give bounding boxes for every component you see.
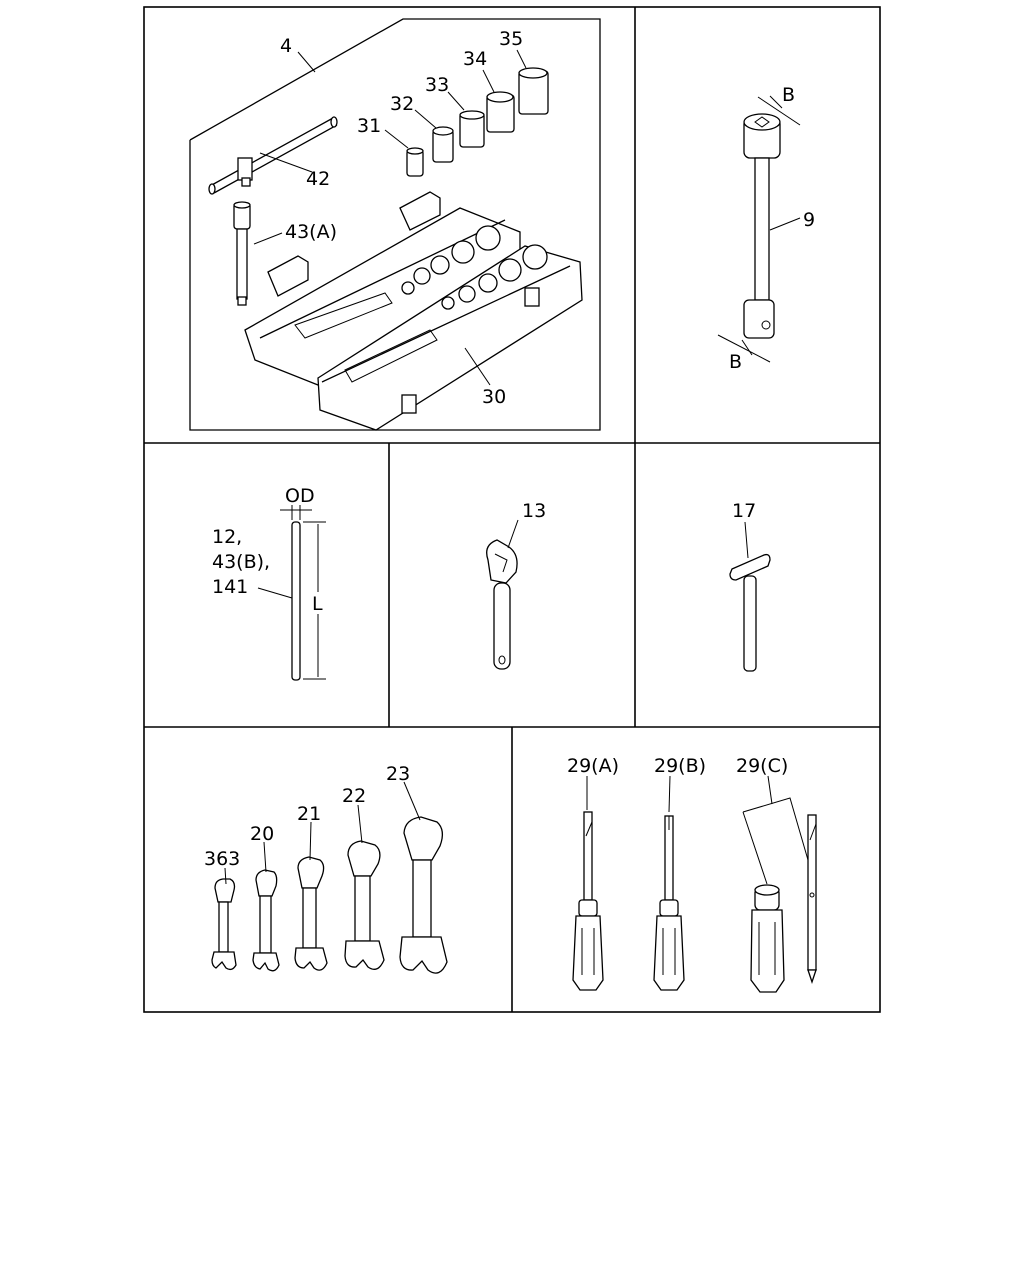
callout-tbar-handle: 42	[306, 168, 330, 190]
socket-31-icon	[406, 147, 424, 177]
extension-bar-icon	[233, 201, 251, 306]
callout-rod-length: L	[312, 593, 323, 615]
screwdriver-a-icon	[572, 811, 604, 991]
panel-grid	[143, 6, 881, 1013]
callout-socket-34: 34	[463, 48, 487, 70]
callout-dim-b-top: B	[782, 84, 795, 106]
callout-socket-32: 32	[390, 93, 414, 115]
callout-screwdriver-a: 29(A)	[567, 755, 619, 777]
wrench-22-icon	[344, 840, 385, 970]
callout-rod-line2: 43(B),	[212, 551, 270, 573]
callout-wrench-363: 363	[204, 848, 240, 870]
screwdrivers-panel: 29(A) 29(B) 29(C)	[567, 755, 817, 993]
socket-33-icon	[459, 110, 485, 148]
screwdriver-b-icon	[653, 815, 685, 991]
kit-outline	[189, 18, 601, 431]
callout-wrench-20: 20	[250, 823, 274, 845]
callout-screwdriver-c: 29(C)	[736, 755, 788, 777]
socket-32-icon	[432, 126, 454, 163]
callout-socket-31: 31	[357, 115, 381, 137]
box-wrench-panel: B 9 B	[717, 84, 815, 373]
callout-screwdriver-b: 29(B)	[654, 755, 706, 777]
socket-34-icon	[486, 91, 515, 133]
socket-35-icon	[518, 67, 549, 115]
wrench-23-icon	[399, 816, 448, 974]
callout-adjustable-wrench: 13	[522, 500, 546, 522]
callout-rod-line1: 12,	[212, 526, 242, 548]
callout-extension-bar: 43(A)	[285, 221, 337, 243]
callout-tool-case: 30	[482, 386, 506, 408]
wrench-363-icon	[211, 878, 237, 971]
callout-wrench-22: 22	[342, 785, 366, 807]
box-wrench-icon	[743, 113, 781, 339]
rod-icon	[291, 521, 301, 681]
adjustable-wrench-icon	[486, 539, 518, 670]
callout-socket-33: 33	[425, 74, 449, 96]
hammer-icon	[729, 553, 771, 672]
tool-case-icon	[244, 191, 583, 431]
callout-kit: 4	[280, 35, 292, 57]
callout-rod-od: OD	[285, 485, 315, 507]
callout-wrench-21: 21	[297, 803, 321, 825]
spanners-panel: 363 20 21 22 23	[204, 763, 448, 974]
callout-hammer: 17	[732, 500, 756, 522]
adjustable-wrench-panel: 13	[486, 500, 546, 670]
callout-socket-35: 35	[499, 28, 523, 50]
callout-wrench-23: 23	[386, 763, 410, 785]
callout-box-wrench: 9	[803, 209, 815, 231]
tool-kit-panel: 4 42 43(A) 31	[189, 18, 601, 431]
callout-dim-b-bottom: B	[729, 351, 742, 373]
callout-rod-line3: 141	[212, 576, 248, 598]
wrench-20-icon	[252, 869, 280, 972]
hammer-panel: 17	[729, 500, 771, 672]
screwdriver-c-icon	[750, 814, 817, 993]
wrench-21-icon	[294, 856, 328, 971]
rod-panel: OD L 12, 43(B), 141	[212, 485, 326, 681]
